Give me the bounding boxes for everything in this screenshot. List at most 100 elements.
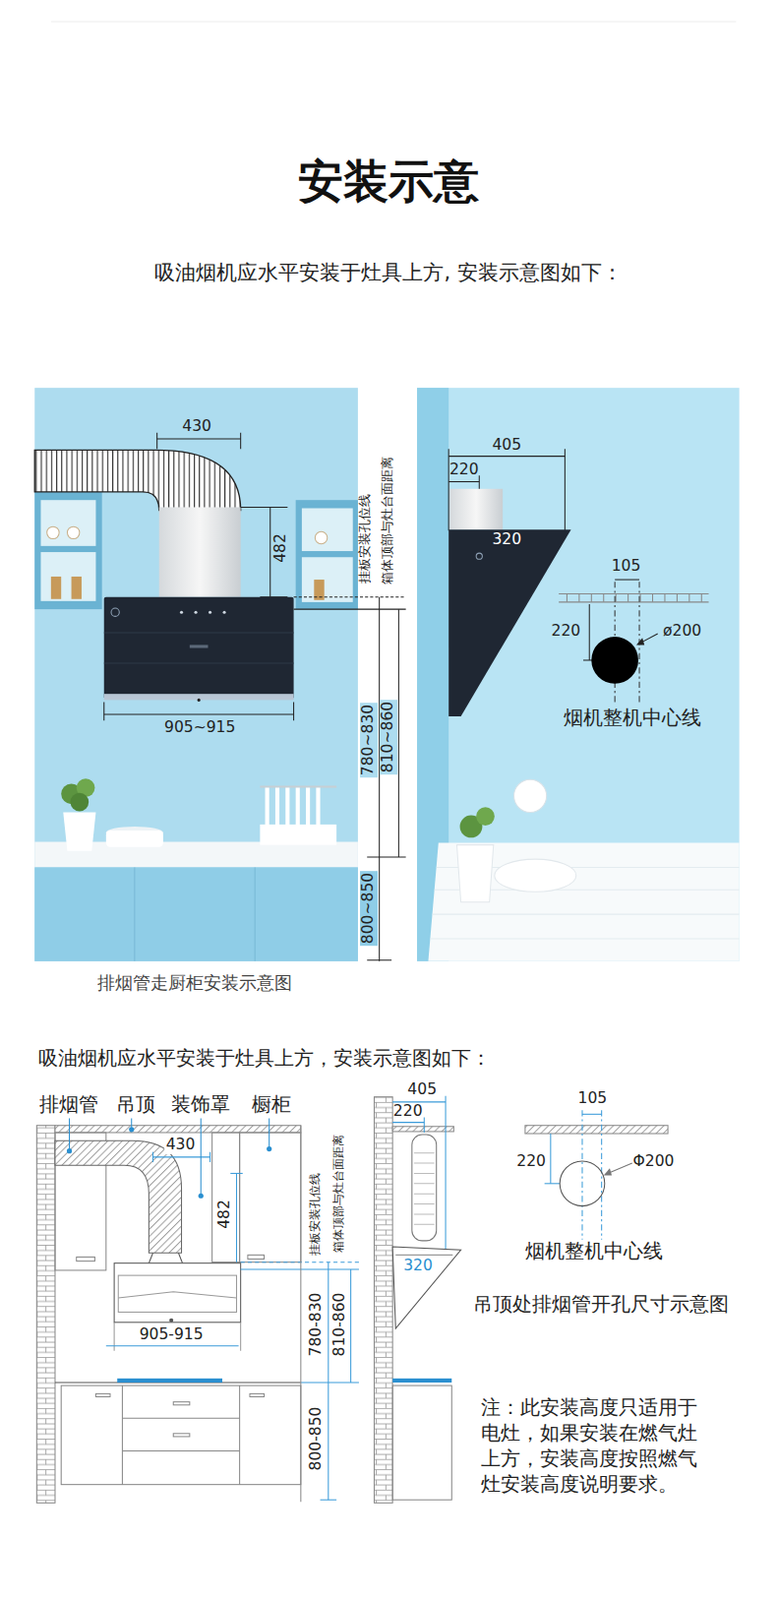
illustration-rect (417, 387, 740, 961)
illustration-line (240, 1260, 359, 1262)
illustration-line (114, 1321, 116, 1351)
illustration-circle (514, 778, 547, 812)
illustration-line (327, 1261, 329, 1500)
illustration-path (118, 1291, 237, 1298)
illustration-line (294, 608, 407, 610)
reference-line-label: 箱体顶部与灶台面距离 (379, 456, 396, 585)
illustration-circle (47, 526, 60, 538)
reference-line-label: 挂板安装孔位线 (307, 1172, 322, 1256)
centerline-label: 烟机整机中心线 (525, 1240, 663, 1263)
figure-caption: 排烟管走厨柜安装示意图 (97, 972, 293, 993)
illustration-rect (60, 1384, 301, 1485)
illustration-rect (173, 1433, 190, 1436)
illustration-line (294, 596, 407, 598)
illustration-rect (173, 1401, 190, 1405)
illustration-line (121, 1384, 123, 1485)
centerline-label: 烟机整机中心线 (563, 707, 702, 730)
illustration-rect (212, 1132, 240, 1262)
illustration-circle (128, 1126, 134, 1132)
illustration-circle (169, 1317, 174, 1322)
illustration-rect (392, 1126, 454, 1132)
dimension-label: ø200 (662, 622, 702, 641)
illustration-rect (259, 824, 337, 845)
illustration-circle (66, 526, 79, 538)
dimension-label: 800~850 (359, 870, 378, 946)
dimension-label: 800-850 (307, 1403, 326, 1472)
illustration-line (614, 579, 640, 581)
illustration-rect (76, 1255, 96, 1260)
illustration-line (366, 958, 392, 960)
dimension-label: 220 (393, 1102, 423, 1121)
illustration-line (366, 856, 406, 858)
reference-line-label: 挂板安装孔位线 (357, 493, 373, 584)
illustration-circle (198, 1193, 204, 1198)
illustration-line (121, 1449, 240, 1451)
illustration-line (293, 701, 295, 720)
illustration-rect (373, 1096, 393, 1503)
dimension-label: 780-830 (307, 1289, 326, 1358)
illustration-rect (34, 866, 359, 960)
illustration-rect (239, 1132, 301, 1262)
illustration-rect (104, 597, 295, 700)
figure-caption: 吊顶处排烟管开孔尺寸示意图 (473, 1293, 729, 1316)
illustration-line (152, 1151, 154, 1162)
part-label: 吊顶 (116, 1092, 156, 1116)
illustration-circle (559, 1160, 605, 1206)
illustration-line (178, 1252, 182, 1262)
illustration-line (104, 713, 295, 715)
illustration-circle (208, 610, 212, 614)
illustration-circle (70, 792, 90, 812)
illustration-circle (476, 806, 495, 826)
illustration-polygon (392, 1246, 461, 1328)
illustration-line (106, 1344, 240, 1346)
dimension-label: 105 (578, 1089, 608, 1108)
illustration-line (607, 1162, 633, 1173)
illustration-rect (412, 1134, 437, 1241)
illustration-line (103, 701, 105, 720)
illustration-rect (525, 1125, 668, 1134)
illustration-circle (66, 1147, 72, 1153)
illustration-line (589, 603, 591, 660)
illustration-line (549, 1133, 551, 1184)
illustration-line (209, 1151, 211, 1162)
dimension-label: 905-915 (139, 1325, 204, 1344)
illustration-line (121, 1417, 240, 1419)
illustration-line (104, 662, 295, 664)
part-label: 橱柜 (251, 1092, 292, 1116)
illustration-line (156, 432, 158, 450)
dimension-label: 430 (181, 418, 212, 436)
illustration-rect (118, 1274, 237, 1312)
part-label: 装饰罩 (171, 1092, 231, 1116)
illustration-rect (392, 1384, 452, 1499)
illustration-rect (106, 830, 164, 847)
illustration-line (269, 506, 271, 597)
illustration-line (51, 20, 737, 22)
illustration-path (34, 449, 240, 510)
illustration-rect (114, 1262, 241, 1322)
illustration-path (456, 844, 493, 902)
reference-line-label: 箱体顶部与灶台面距离 (331, 1134, 346, 1253)
illustration-rect (189, 644, 209, 648)
illustration-rect (247, 1254, 265, 1258)
illustration-rect (301, 507, 354, 551)
dimension-label: 810-860 (331, 1289, 350, 1358)
dimension-label: 810~860 (379, 698, 398, 774)
dimension-label: 482 (216, 1196, 235, 1231)
illustration-line (104, 631, 295, 633)
illustration-circle (223, 610, 227, 614)
illustration-line (378, 597, 380, 961)
illustration-line (200, 1117, 202, 1194)
illustration-rect (249, 1392, 265, 1396)
illustration-line (582, 1113, 602, 1115)
illustration-path (414, 1152, 435, 1225)
illustration-rect (51, 576, 61, 599)
illustration-rect (301, 556, 354, 602)
dimension-label: 905~915 (164, 718, 236, 737)
dimension-label: 220 (551, 622, 582, 641)
illustration-line (254, 866, 256, 960)
illustration-polygon (427, 842, 739, 961)
illustration-path (267, 787, 319, 827)
illustration-rect (259, 784, 337, 787)
note-text: 注：此安装高度只适用于电灶，如果安装在燃气灶上方，安装高度按照燃气灶安装高度说明… (480, 1394, 706, 1497)
